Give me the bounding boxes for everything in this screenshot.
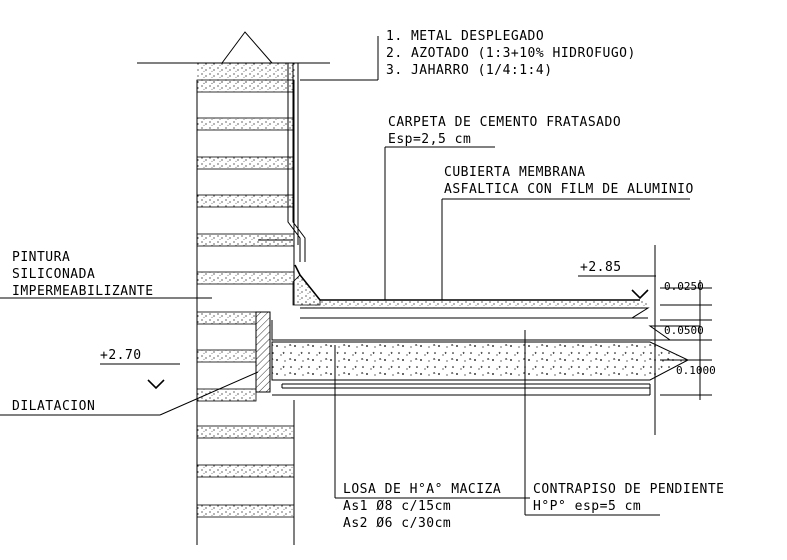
- dimension-value-1: 0.0250: [664, 280, 704, 293]
- level-marker-top: [578, 275, 656, 300]
- sloped-fill-layer: [271, 320, 700, 341]
- cubierta-label-2: ASFALTICA CON FILM DE ALUMINIO: [444, 182, 694, 197]
- mortar-joint: [196, 117, 295, 131]
- pintura-label-3: IMPERMEABILIZANTE: [12, 284, 154, 299]
- metal-flashing: [258, 63, 306, 262]
- cement-screed-layer: [300, 300, 650, 319]
- mortar-joint: [196, 233, 295, 247]
- losa-rebar-2: As2 Ø6 c/30cm: [343, 516, 451, 531]
- leader-lines: [0, 36, 690, 516]
- expansion-joint: [255, 311, 271, 393]
- carpeta-note: CARPETA DE CEMENTO FRATASADO Esp=2,5 cm: [388, 115, 621, 147]
- concrete-slab: [271, 341, 690, 396]
- mortar-joint: [196, 464, 295, 478]
- level-top-label: +2.85: [580, 260, 622, 275]
- dimension-chain: [654, 245, 712, 435]
- finish-item-3: 3. JAHARRO (1/4:1:4): [386, 63, 553, 78]
- mortar-joint: [196, 271, 295, 285]
- dimension-value-3: 0.1000: [676, 364, 716, 377]
- parapet-cap: [137, 31, 330, 85]
- cubierta-label-1: CUBIERTA MEMBRANA: [444, 165, 586, 180]
- dimension-value-2: 0.0500: [664, 324, 704, 337]
- level-bottom-label: +2.70: [100, 348, 142, 363]
- level-marker-bottom: [100, 363, 180, 390]
- dilatacion-label: DILATACION: [12, 399, 95, 414]
- cubierta-note: CUBIERTA MEMBRANA ASFALTICA CON FILM DE …: [444, 165, 694, 197]
- losa-rebar-1: As1 Ø8 c/15cm: [343, 499, 451, 514]
- dimension-values: 0.0250 0.0500 0.1000: [664, 280, 716, 377]
- mortar-joint: [196, 504, 295, 518]
- pintura-label-2: SILICONADA: [12, 267, 95, 282]
- carpeta-thickness: Esp=2,5 cm: [388, 132, 471, 147]
- mortar-joint: [196, 425, 295, 439]
- mortar-joint: [196, 311, 257, 325]
- contrapiso-note: CONTRAPISO DE PENDIENTE H°P° esp=5 cm: [533, 482, 725, 514]
- contrapiso-label: CONTRAPISO DE PENDIENTE: [533, 482, 725, 497]
- finish-item-1: 1. METAL DESPLEGADO: [386, 29, 544, 44]
- pintura-label-1: PINTURA: [12, 250, 70, 265]
- mortar-joint: [196, 194, 295, 208]
- mortar-joint: [196, 349, 257, 363]
- brick-wall: [196, 79, 295, 545]
- pintura-note: PINTURA SILICONADA IMPERMEABILIZANTE: [12, 250, 154, 299]
- contrapiso-thickness: H°P° esp=5 cm: [533, 499, 641, 514]
- losa-label: LOSA DE H°A° MACIZA: [343, 482, 501, 497]
- finish-list-note: 1. METAL DESPLEGADO 2. AZOTADO (1:3+10% …: [386, 29, 636, 78]
- carpeta-label: CARPETA DE CEMENTO FRATASADO: [388, 115, 621, 130]
- losa-note: LOSA DE H°A° MACIZA As1 Ø8 c/15cm As2 Ø6…: [343, 482, 501, 531]
- mortar-joint: [196, 156, 295, 170]
- finish-item-2: 2. AZOTADO (1:3+10% HIDROFUGO): [386, 46, 636, 61]
